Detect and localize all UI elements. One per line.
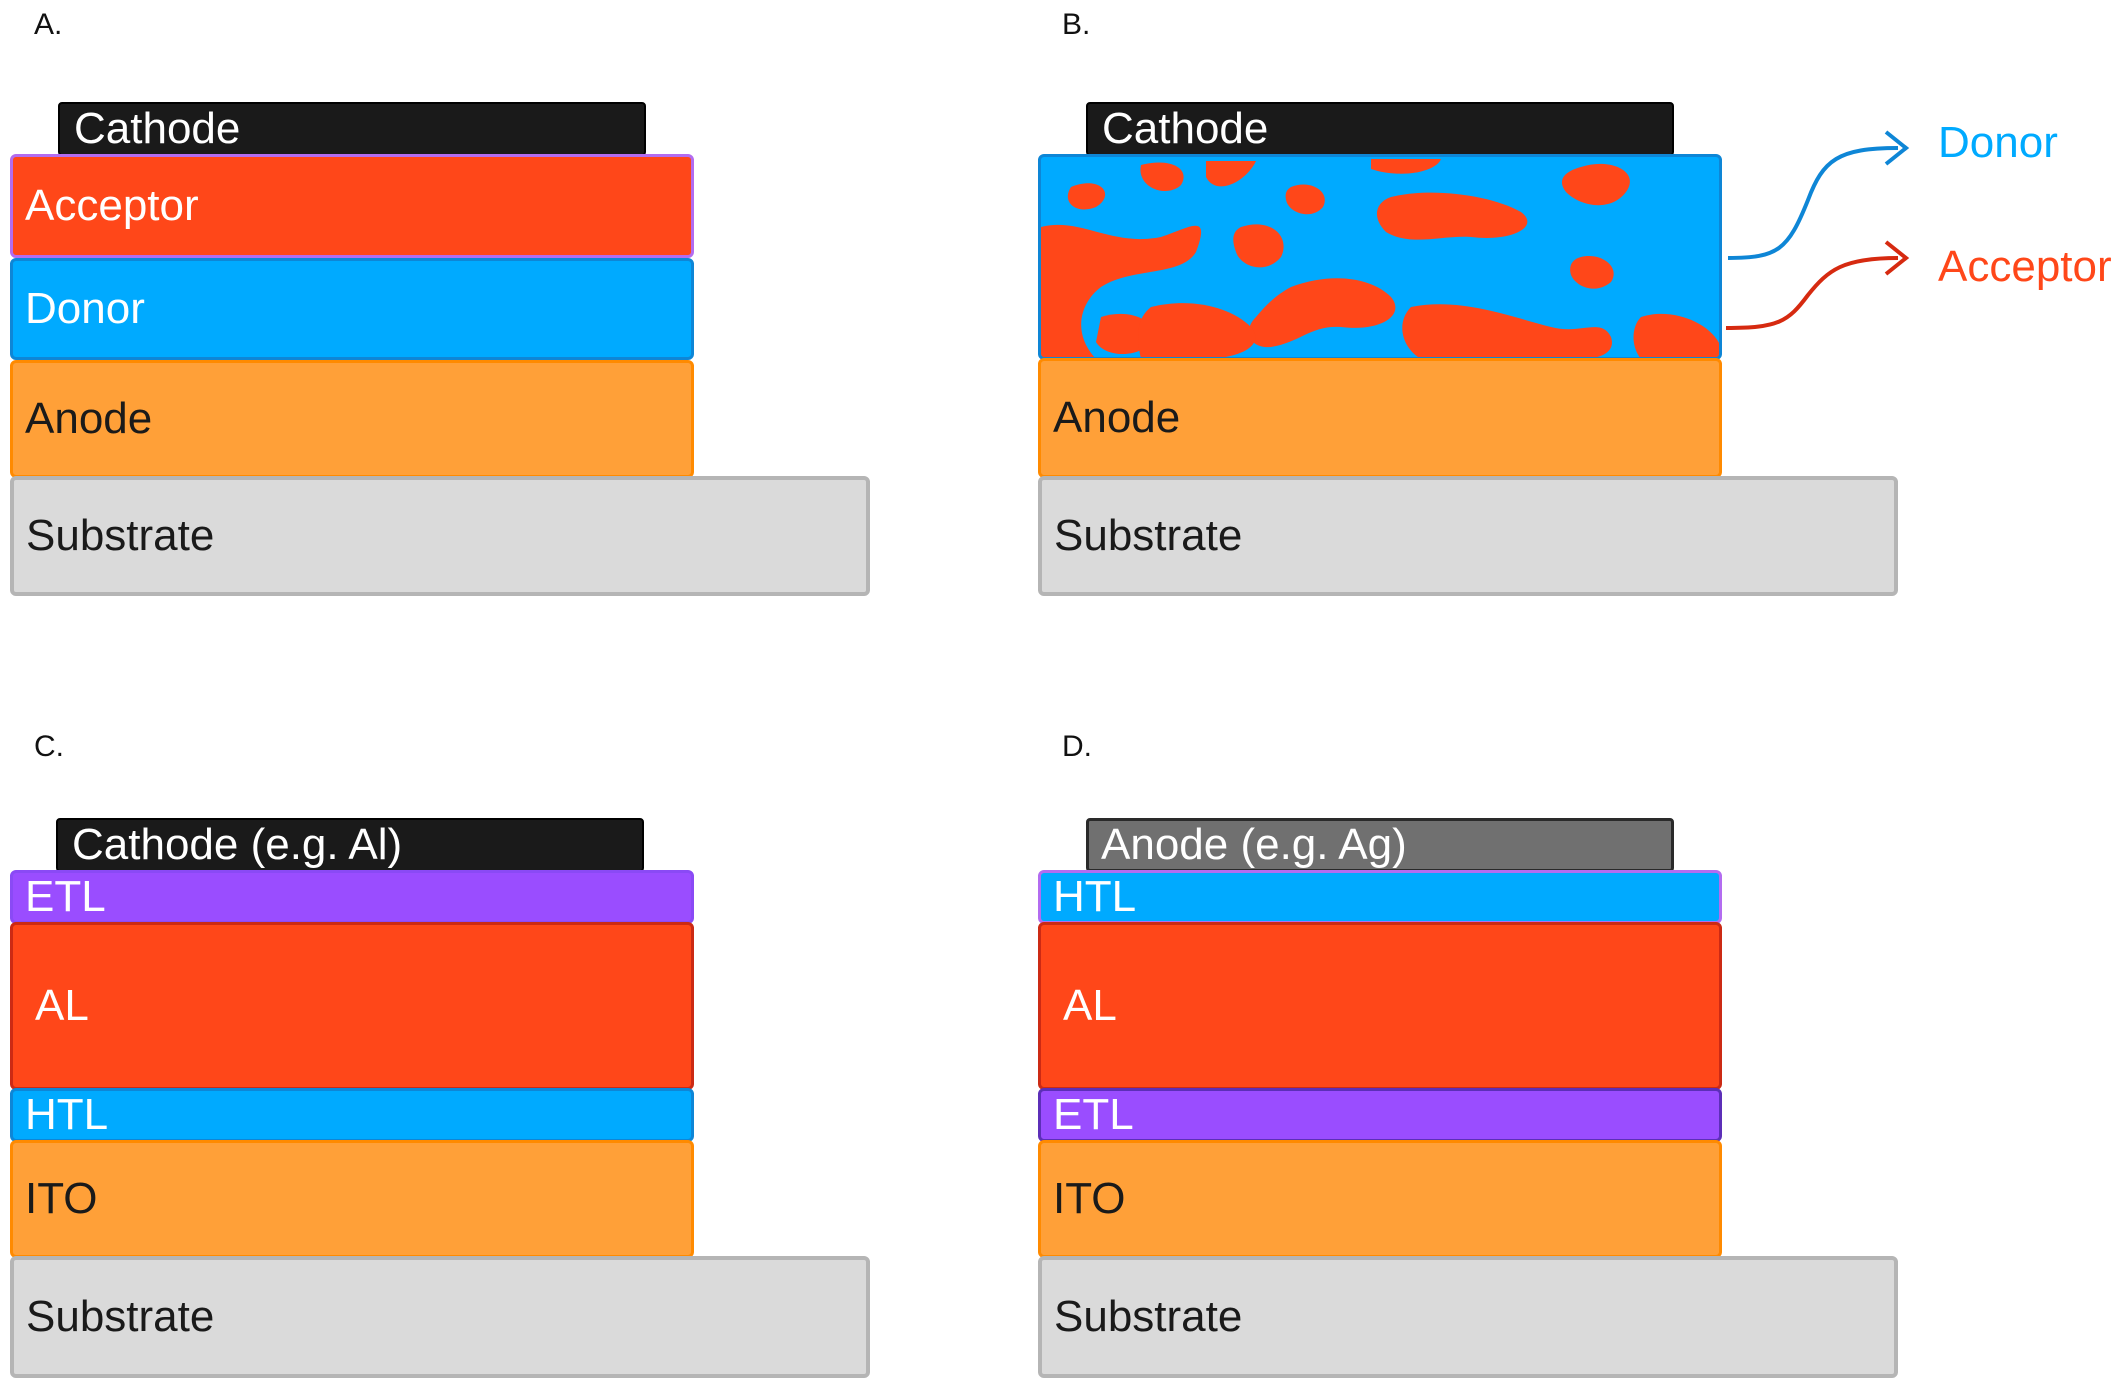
panel-label: B. [1062, 8, 1091, 41]
layer-label: Substrate [1054, 511, 1243, 560]
acceptor-domain [1402, 304, 1612, 357]
layer-label: Cathode [74, 104, 241, 153]
substrate-layer: Substrate [1038, 1256, 1898, 1378]
layer-label: ETL [1053, 1090, 1134, 1139]
acceptor-callout-label: Acceptor [1938, 242, 2112, 291]
panel-b: B. Cathode Anode [1038, 0, 2128, 640]
anode-layer: Anode [1038, 358, 1722, 478]
acceptor-domain [1233, 224, 1284, 268]
layer-label: AL [35, 981, 89, 1030]
acceptor-domain [1285, 184, 1325, 215]
layer-label: Substrate [26, 511, 215, 560]
acceptor-domain [1376, 192, 1528, 240]
acceptor-domain [1140, 162, 1184, 192]
cathode-layer: Cathode [1086, 102, 1674, 156]
layer-label: HTL [25, 1090, 109, 1139]
panel-c: C. Cathode (e.g. Al) ETL AL HTL ITO Subs… [10, 722, 1010, 1388]
acceptor-domain [1041, 224, 1201, 357]
layer-label: Anode [25, 394, 153, 443]
substrate-layer: Substrate [10, 1256, 870, 1378]
layer-label: Anode (e.g. Ag) [1101, 820, 1407, 869]
layer-label: Substrate [26, 1292, 215, 1341]
substrate-layer: Substrate [10, 476, 870, 596]
layer-label: Substrate [1054, 1292, 1243, 1341]
layer-label: Cathode (e.g. Al) [72, 820, 403, 869]
panel-a: A. Cathode Acceptor Donor Anode Substrat… [10, 0, 1010, 640]
layer-label: HTL [1053, 872, 1137, 921]
layer-label: ITO [25, 1174, 98, 1223]
layer-label: AL [1063, 981, 1117, 1030]
layer-label: Anode [1053, 393, 1181, 442]
anode-layer: Anode [10, 360, 694, 478]
active-layer: AL [10, 922, 694, 1090]
acceptor-layer: Acceptor [10, 154, 694, 258]
acceptor-arrowhead [1884, 240, 1910, 276]
panel-label: D. [1062, 730, 1092, 763]
layer-label: Acceptor [25, 181, 199, 230]
layer-label: ETL [25, 872, 106, 921]
panel-label: A. [34, 8, 63, 41]
top-anode-layer: Anode (e.g. Ag) [1086, 818, 1674, 872]
donor-arrow [1727, 146, 1899, 260]
acceptor-domain [1067, 183, 1106, 210]
layer-label: Cathode [1102, 104, 1269, 153]
donor-arrowhead [1884, 130, 1910, 166]
donor-callout-label: Donor [1938, 118, 2058, 167]
substrate-layer: Substrate [1038, 476, 1898, 596]
layer-label: Donor [25, 284, 145, 333]
etl-layer: ETL [10, 870, 694, 924]
acceptor-domains [1041, 159, 1719, 357]
htl-layer: HTL [10, 1088, 694, 1142]
panel-d: D. Anode (e.g. Ag) HTL AL ETL ITO Substr… [1038, 722, 2038, 1388]
etl-layer: ETL [1038, 1088, 1722, 1142]
acceptor-domain [1570, 256, 1614, 289]
ito-layer: ITO [1038, 1140, 1722, 1258]
acceptor-domain [1248, 278, 1396, 348]
ito-layer: ITO [10, 1140, 694, 1258]
acceptor-arrow [1725, 256, 1899, 330]
panel-label: C. [34, 730, 64, 763]
cathode-layer: Cathode (e.g. Al) [56, 818, 644, 872]
active-layer: AL [1038, 922, 1722, 1090]
layer-label: ITO [1053, 1174, 1126, 1223]
acceptor-domain [1138, 303, 1256, 357]
callout-arrows [1725, 130, 1910, 330]
acceptor-domain [1633, 313, 1719, 357]
cathode-layer: Cathode [58, 102, 646, 156]
htl-layer: HTL [1038, 870, 1722, 924]
acceptor-domain [1561, 163, 1630, 206]
donor-layer: Donor [10, 258, 694, 360]
bulk-heterojunction-blend [1038, 154, 1722, 360]
acceptor-domain [1206, 161, 1256, 187]
acceptor-domain [1371, 159, 1441, 174]
